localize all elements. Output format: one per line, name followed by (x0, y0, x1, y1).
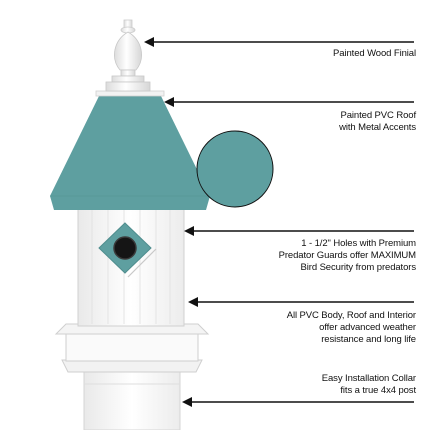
callout-roof: Painted PVC Roof with Metal Accents (339, 110, 416, 134)
roof-color-swatch (196, 130, 274, 208)
callout-finial: Painted Wood Finial (333, 48, 416, 60)
arrow-entrance-hole (184, 226, 414, 236)
callout-hole-line-1: 1 - 1/2" Holes with Premium (301, 238, 416, 249)
wood-finial (105, 19, 151, 92)
arrow-body (188, 297, 414, 307)
callout-collar-line-2: fits a true 4x4 post (340, 385, 416, 396)
callout-body-line-1: All PVC Body, Roof and Interior (286, 310, 416, 321)
roof (50, 90, 210, 210)
arrow-finial (144, 37, 414, 47)
arrow-roof (164, 97, 414, 107)
callout-arrows (144, 37, 414, 407)
callout-body-line-3: resistance and long life (321, 334, 416, 345)
callout-hole-line-2: Predator Guards offer MAXIMUM (278, 250, 416, 261)
callout-hole-line-3: Bird Security from predators (300, 262, 417, 273)
callout-collar: Easy Installation Collar fits a true 4x4… (322, 373, 416, 397)
entrance-hole-guard (98, 222, 157, 278)
callout-roof-line-2: with Metal Accents (339, 122, 416, 133)
arrow-collar (182, 397, 414, 407)
callout-collar-line-1: Easy Installation Collar (321, 373, 416, 384)
entrance-hole (113, 236, 137, 260)
post (83, 371, 181, 430)
callout-body-line-2: offer advanced weather (319, 322, 416, 333)
callout-entrance-hole: 1 - 1/2" Holes with Premium Predator Gua… (279, 238, 416, 274)
callout-roof-line-1: Painted PVC Roof (340, 110, 417, 121)
callout-body: All PVC Body, Roof and Interior offer ad… (287, 310, 416, 346)
installation-collar (54, 323, 210, 373)
callout-finial-line-1: Painted Wood Finial (333, 48, 416, 59)
